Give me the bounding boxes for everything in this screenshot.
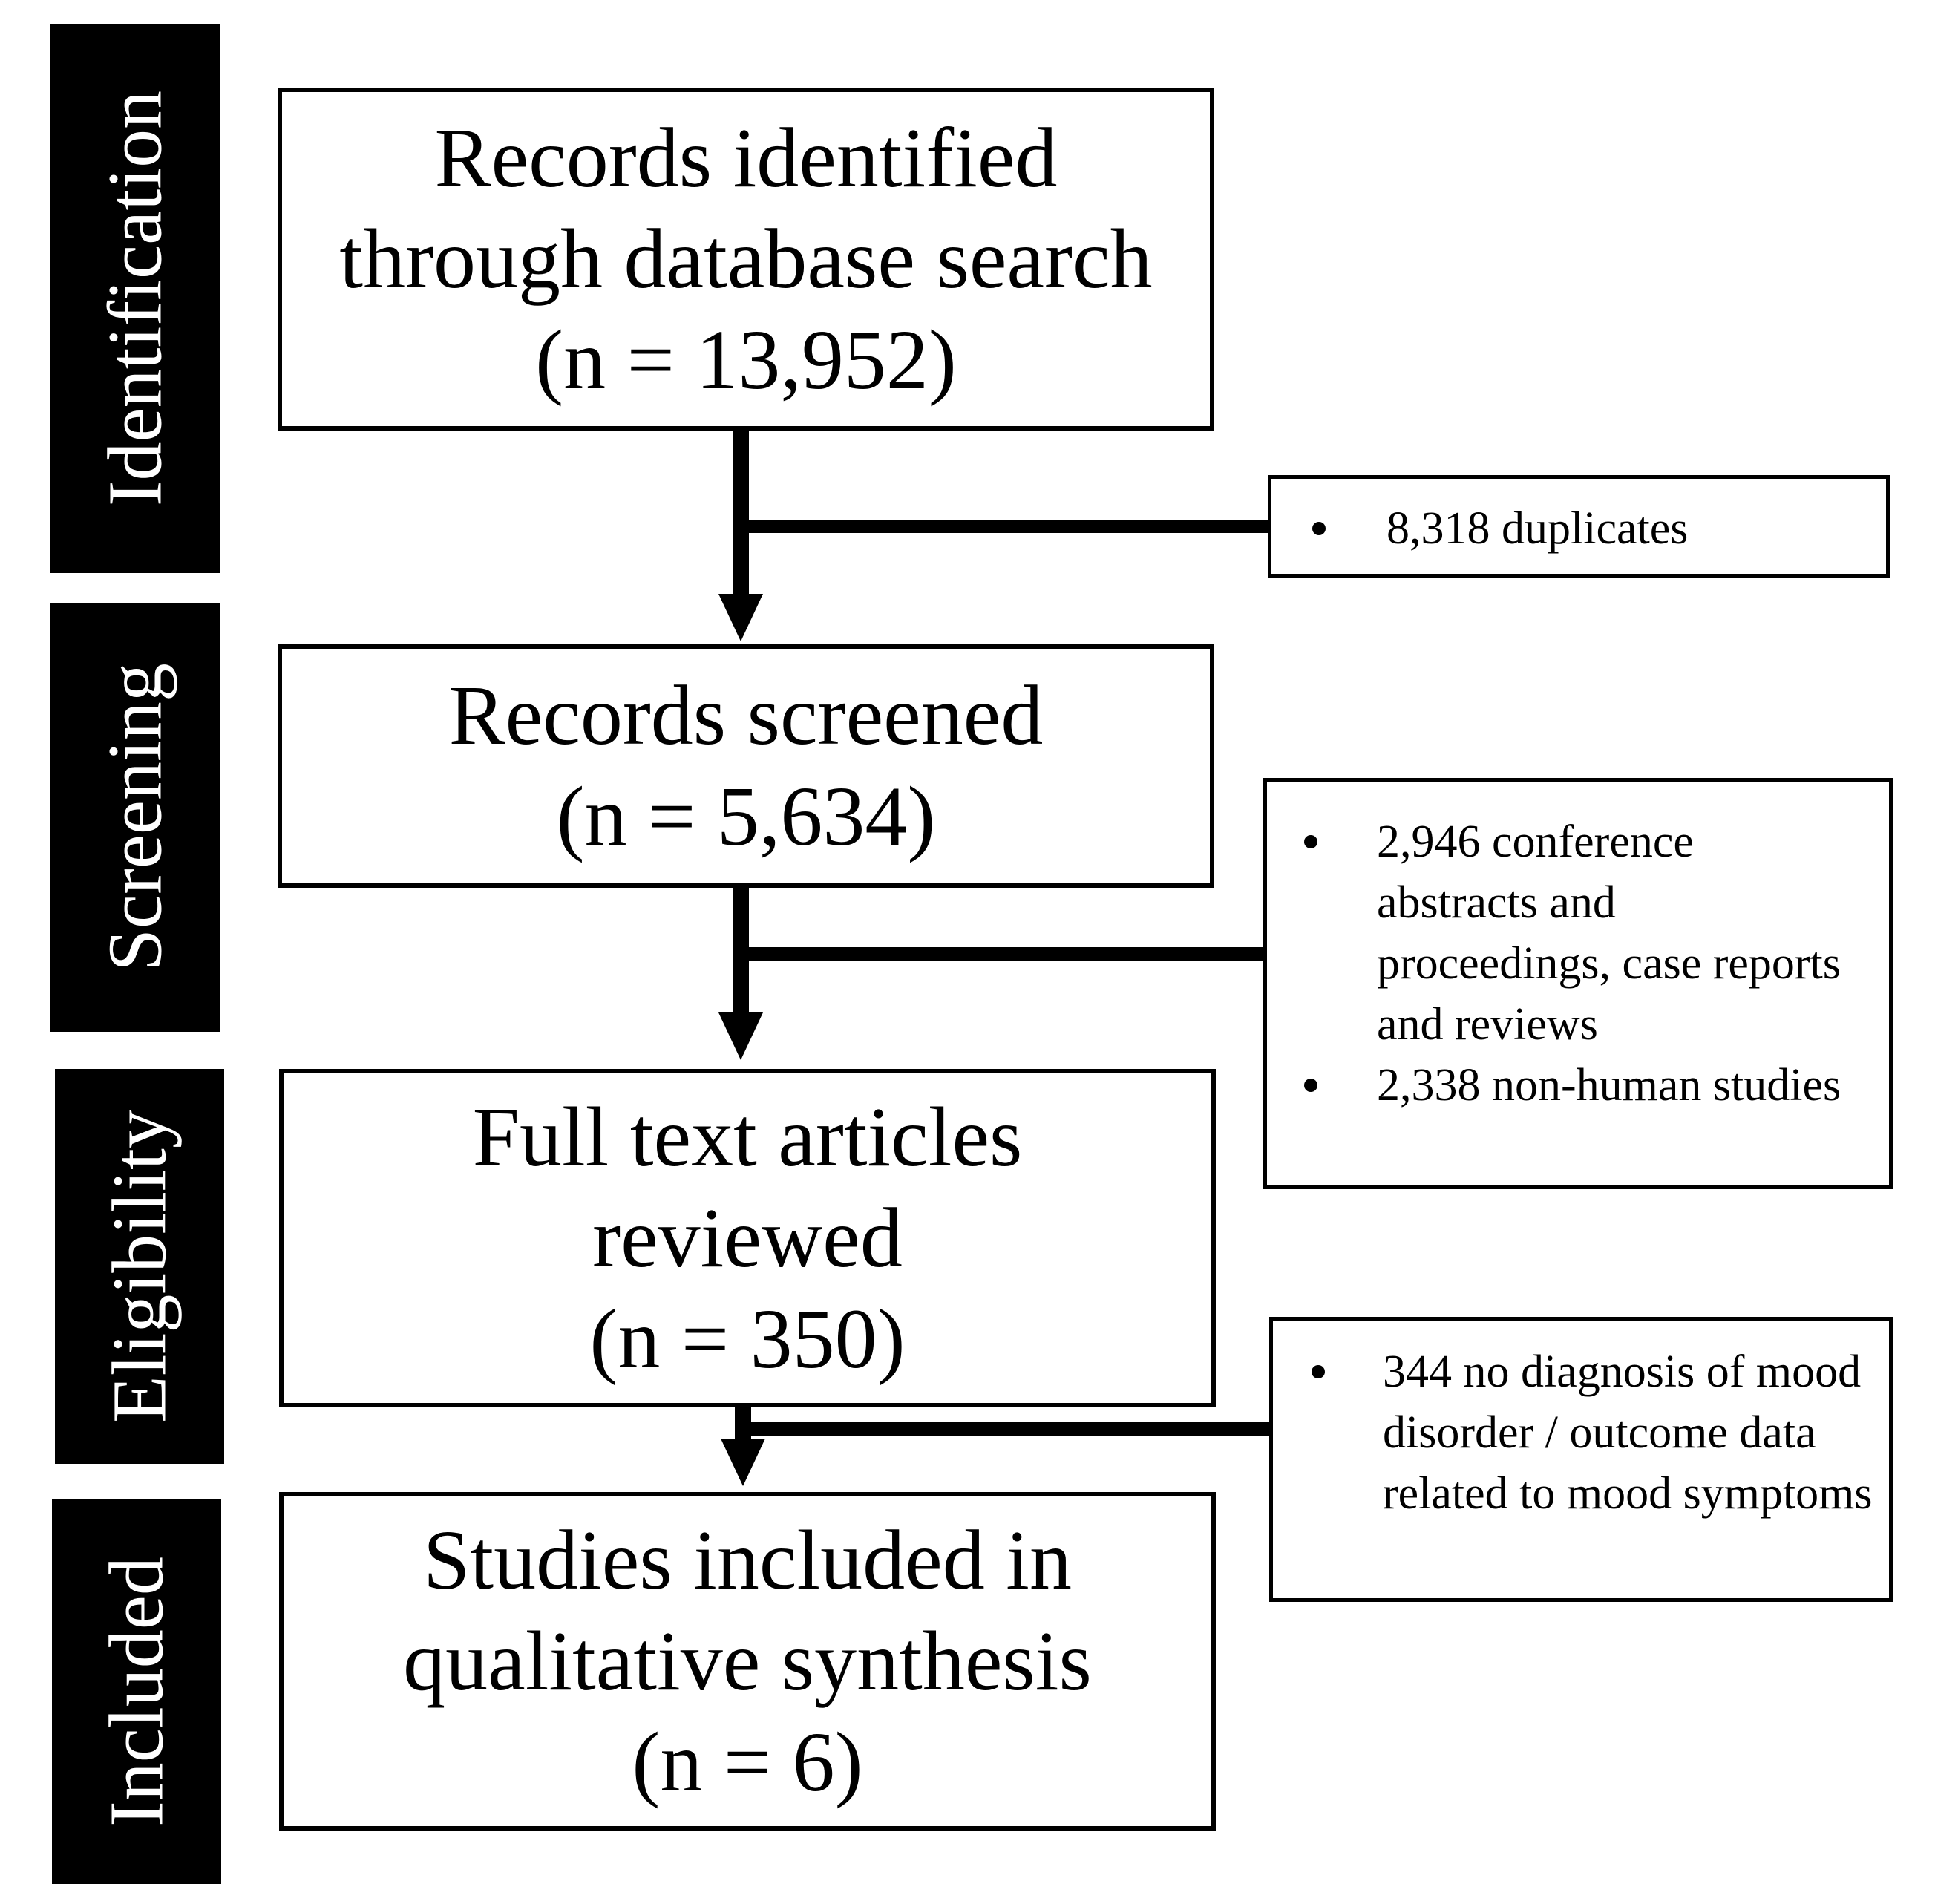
stage-identification: Identification (50, 24, 220, 573)
connector-branch (741, 520, 1269, 533)
box-line: Studies included in (423, 1513, 1072, 1607)
exclusion-item-text: 344 no diagnosis of mood disorder / outc… (1383, 1347, 1873, 1519)
box-line: qualitative synthesis (403, 1614, 1092, 1708)
box-line: Records identified (434, 111, 1058, 205)
stage-included: Included (52, 1499, 221, 1884)
exclusion-item-text: 2,338 non-human studies (1377, 1060, 1841, 1110)
box-full-text-reviewed: Full text articles reviewed (n = 350) (279, 1069, 1216, 1407)
bullet-icon (1304, 1079, 1317, 1092)
exclusion-item: 2,946 conference abstracts and proceedin… (1267, 811, 1889, 1055)
exclusion-item: 2,338 non-human studies (1267, 1055, 1889, 1116)
exclusion-box-duplicates: 8,318 duplicates (1268, 475, 1890, 578)
box-records-screened: Records screened (n = 5,634) (278, 644, 1214, 888)
exclusion-box-screening: 2,946 conference abstracts and proceedin… (1263, 778, 1893, 1189)
stage-included-label: Included (94, 1557, 180, 1827)
connector-branch (741, 947, 1265, 961)
exclusion-item-text: 2,946 conference abstracts and proceedin… (1377, 817, 1841, 1050)
stage-screening-label: Screening (92, 663, 178, 972)
stage-identification-label: Identification (92, 90, 178, 507)
box-line: (n = 13,952) (535, 313, 957, 407)
box-line: reviewed (592, 1191, 903, 1285)
arrow-down-icon (718, 594, 763, 641)
box-studies-included: Studies included in qualitative synthesi… (279, 1492, 1216, 1831)
exclusion-box-eligibility: 344 no diagnosis of mood disorder / outc… (1269, 1317, 1893, 1602)
box-line: Records screened (448, 668, 1044, 762)
box-line: (n = 350) (589, 1292, 906, 1386)
connector-branch (742, 1422, 1271, 1436)
box-line: (n = 6) (632, 1715, 863, 1809)
exclusion-item: 8,318 duplicates (1271, 498, 1886, 559)
connector-line (733, 431, 749, 603)
stage-eligibility: Eligibility (55, 1069, 224, 1464)
box-line: Full text articles (472, 1090, 1023, 1184)
box-line: (n = 5,634) (556, 769, 936, 863)
box-records-identified: Records identified through database sear… (278, 88, 1214, 431)
arrow-down-icon (721, 1439, 765, 1486)
exclusion-item-text: 8,318 duplicates (1386, 503, 1689, 554)
bullet-icon (1312, 522, 1326, 535)
bullet-icon (1312, 1365, 1325, 1378)
box-line: through database search (339, 212, 1153, 306)
stage-eligibility-label: Eligibility (96, 1110, 183, 1423)
bullet-icon (1304, 835, 1317, 848)
exclusion-item: 344 no diagnosis of mood disorder / outc… (1273, 1341, 1889, 1524)
stage-screening: Screening (50, 603, 220, 1032)
arrow-down-icon (718, 1012, 763, 1060)
